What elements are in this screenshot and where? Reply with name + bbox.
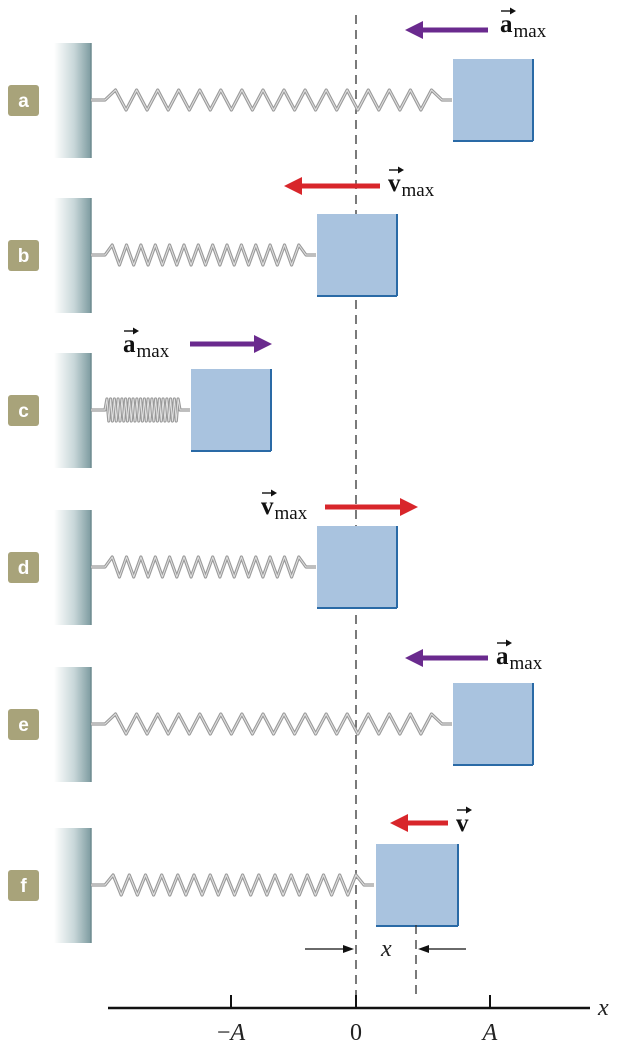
tick-label-zero: 0: [350, 1020, 362, 1046]
vector-symbol: v: [388, 170, 401, 197]
spring-icon: [91, 243, 316, 267]
vector-subscript: max: [514, 21, 547, 42]
vector-subscript: max: [275, 503, 308, 524]
vector-label-e: amax: [496, 643, 543, 674]
vector-overarrow-head: [466, 806, 472, 814]
vector-arrow-head: [405, 21, 423, 39]
spring-highlight: [91, 874, 374, 896]
vector-subscript: max: [510, 653, 543, 674]
vector-symbol: v: [261, 493, 274, 520]
block-icon: [317, 526, 397, 608]
vector-symbol: a: [496, 643, 509, 670]
spring-highlight: [91, 398, 190, 422]
vector-arrow-head: [254, 335, 272, 353]
block-icon: [376, 844, 458, 926]
panel-label-a: a: [18, 91, 29, 112]
block-icon: [191, 369, 271, 451]
tick-label-neg-a: −A: [217, 1020, 246, 1046]
panel-label-f: f: [20, 876, 27, 897]
panel-c: c amax: [8, 327, 272, 468]
displacement-label: x: [380, 936, 392, 962]
block-icon: [453, 59, 533, 141]
panel-e: e amax: [8, 639, 543, 782]
vector-arrow-head: [284, 177, 302, 195]
vector-subscript: max: [137, 341, 170, 362]
panel-badge-d: [8, 552, 39, 583]
panel-badge-c: [8, 395, 39, 426]
vector-symbol: v: [456, 810, 469, 837]
vector-label-f: v: [456, 810, 469, 837]
block-icon: [453, 683, 533, 765]
wall-icon: [54, 353, 91, 468]
axis-variable-label: x: [597, 995, 609, 1021]
block-icon: [317, 214, 397, 296]
panel-d: d vmax: [8, 489, 418, 625]
spring-icon: [91, 555, 316, 579]
spring-highlight: [91, 713, 452, 735]
vector-subscript: max: [402, 180, 435, 201]
vector-arrow-head: [405, 649, 423, 667]
vector-label-c: amax: [123, 331, 170, 362]
x-axis: −A 0 A x: [108, 995, 609, 1046]
tick-label-pos-a: A: [481, 1020, 498, 1046]
spring-highlight: [91, 244, 316, 266]
wall-icon: [54, 198, 91, 313]
panel-label-b: b: [18, 246, 30, 267]
vector-overarrow-head: [133, 327, 139, 335]
displacement-right-arrowhead: [418, 945, 429, 953]
spring-highlight: [91, 556, 316, 578]
vector-overarrow-head: [398, 166, 404, 174]
vector-label-a: amax: [500, 11, 547, 42]
wall-icon: [54, 667, 91, 782]
displacement-left-arrowhead: [343, 945, 354, 953]
panel-label-d: d: [18, 558, 30, 579]
panel-badge-a: [8, 85, 39, 116]
panel-b: b vmax: [8, 166, 435, 313]
vector-symbol: a: [123, 331, 136, 358]
vector-overarrow-head: [506, 639, 512, 647]
wall-icon: [54, 43, 91, 158]
panel-label-c: c: [18, 401, 29, 422]
vector-arrow-head: [400, 498, 418, 516]
panel-badge-f: [8, 870, 39, 901]
displacement-marker: x: [305, 925, 466, 1000]
panel-label-e: e: [18, 715, 29, 736]
panel-badge-e: [8, 709, 39, 740]
wall-icon: [54, 828, 91, 943]
panel-f: fv: [8, 806, 472, 943]
vector-label-b: vmax: [388, 170, 435, 201]
vector-label-d: vmax: [261, 493, 308, 524]
wall-icon: [54, 510, 91, 625]
vector-overarrow-head: [510, 7, 516, 15]
spring-highlight: [91, 89, 452, 111]
vector-arrow-head: [390, 814, 408, 832]
vector-overarrow-head: [271, 489, 277, 497]
vector-symbol: a: [500, 11, 513, 38]
panel-badge-b: [8, 240, 39, 271]
